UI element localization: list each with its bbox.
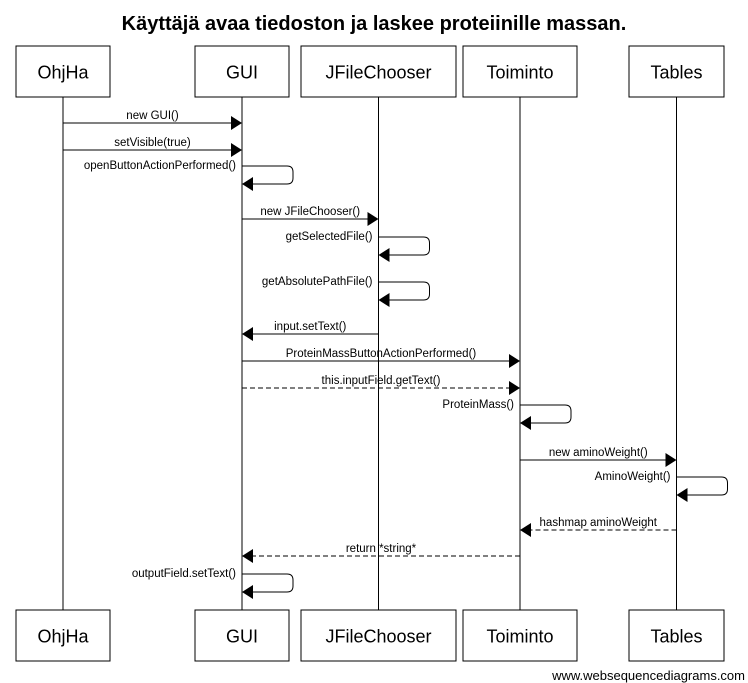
arrow-head xyxy=(231,143,242,157)
message-label: getSelectedFile() xyxy=(286,231,373,243)
participant-label: Toiminto xyxy=(486,627,553,647)
messages: new GUI() setVisible(true) openButtonActio… xyxy=(63,110,728,599)
participant-jfilechooser-bottom: JFileChooser xyxy=(300,609,457,662)
message-label: new GUI() xyxy=(126,110,179,122)
arrow-head xyxy=(509,381,520,395)
participant-toiminto-bottom: Toiminto xyxy=(462,609,578,662)
message-line xyxy=(378,281,430,301)
participant-label: OhjHa xyxy=(37,627,89,647)
participant-tables-top: Tables xyxy=(628,45,725,98)
message-label: return *string* xyxy=(346,543,417,555)
participant-label: GUI xyxy=(226,627,258,647)
message-4: new JFileChooser() xyxy=(242,206,379,226)
message-11: new aminoWeight() xyxy=(520,447,677,467)
message-line xyxy=(378,236,430,256)
message-label: outputField.setText() xyxy=(132,568,236,580)
message-line xyxy=(242,573,294,593)
message-13: hashmap aminoWeight xyxy=(520,517,677,537)
lifelines xyxy=(62,97,677,610)
message-label: hashmap aminoWeight xyxy=(540,517,658,529)
participant-label: GUI xyxy=(226,63,258,83)
participant-label: JFileChooser xyxy=(325,627,431,647)
message-15: outputField.setText() xyxy=(132,568,294,599)
participant-ohjha-top: OhjHa xyxy=(15,45,111,98)
message-12: AminoWeight() xyxy=(595,471,728,502)
message-10: ProteinMass() xyxy=(442,399,572,430)
message-label: new aminoWeight() xyxy=(549,447,648,459)
message-9: this.inputField.getText() xyxy=(242,375,520,395)
participant-toiminto-top: Toiminto xyxy=(462,45,578,98)
participant-label: Tables xyxy=(650,63,702,83)
participant-box xyxy=(628,45,725,98)
message-label: ProteinMassButtonActionPerformed() xyxy=(286,348,477,360)
message-3: openButtonActionPerformed() xyxy=(84,160,294,191)
arrow-head xyxy=(520,416,531,430)
arrow-head xyxy=(378,248,390,262)
arrow-head xyxy=(231,116,242,130)
message-label: this.inputField.getText() xyxy=(322,375,441,387)
message-line xyxy=(676,476,728,496)
arrow-head xyxy=(378,293,390,307)
participant-box xyxy=(628,609,725,662)
arrow-head xyxy=(367,212,379,226)
arrow-head xyxy=(242,549,253,563)
participant-box xyxy=(194,45,290,98)
message-label: setVisible(true) xyxy=(114,137,191,149)
arrow-head xyxy=(242,585,253,599)
arrow-head xyxy=(242,177,253,191)
message-6: getAbsolutePathFile() xyxy=(262,276,430,307)
message-label: openButtonActionPerformed() xyxy=(84,160,236,172)
message-label: AminoWeight() xyxy=(595,471,671,483)
arrow-head xyxy=(665,453,677,467)
message-2: setVisible(true) xyxy=(63,137,242,157)
participant-label: Toiminto xyxy=(486,63,553,83)
participants-top: OhjHa GUI JFileChooser Toiminto Tables xyxy=(15,45,725,98)
participants-bottom: OhjHa GUI JFileChooser Toiminto Tables xyxy=(15,609,725,662)
participant-label: OhjHa xyxy=(37,63,89,83)
message-5: getSelectedFile() xyxy=(286,231,430,262)
message-1: new GUI() xyxy=(63,110,242,130)
message-label: new JFileChooser() xyxy=(260,206,360,218)
arrow-head xyxy=(676,488,688,502)
participant-label: Tables xyxy=(650,627,702,647)
message-8: ProteinMassButtonActionPerformed() xyxy=(242,348,520,368)
participant-box xyxy=(300,609,457,662)
participant-gui-top: GUI xyxy=(194,45,290,98)
participant-box xyxy=(15,45,111,98)
message-line xyxy=(242,165,294,185)
participant-box xyxy=(15,609,111,662)
participant-ohjha-bottom: OhjHa xyxy=(15,609,111,662)
message-label: ProteinMass() xyxy=(442,399,514,411)
arrow-head xyxy=(242,327,253,341)
footer-credit: www.websequencediagrams.com xyxy=(551,668,745,683)
message-7: input.setText() xyxy=(242,321,379,341)
message-label: input.setText() xyxy=(274,321,346,333)
participant-tables-bottom: Tables xyxy=(628,609,725,662)
message-line xyxy=(520,404,572,424)
participant-box xyxy=(194,609,290,662)
message-14: return *string* xyxy=(242,543,520,563)
participant-jfilechooser-top: JFileChooser xyxy=(300,45,457,98)
participant-box xyxy=(300,45,457,98)
participant-box xyxy=(462,45,578,98)
participant-gui-bottom: GUI xyxy=(194,609,290,662)
participant-box xyxy=(462,609,578,662)
participant-label: JFileChooser xyxy=(325,63,431,83)
arrow-head xyxy=(509,354,520,368)
diagram-title: Käyttäjä avaa tiedoston ja laskee protei… xyxy=(122,13,627,35)
message-label: getAbsolutePathFile() xyxy=(262,276,373,288)
arrow-head xyxy=(520,523,531,537)
